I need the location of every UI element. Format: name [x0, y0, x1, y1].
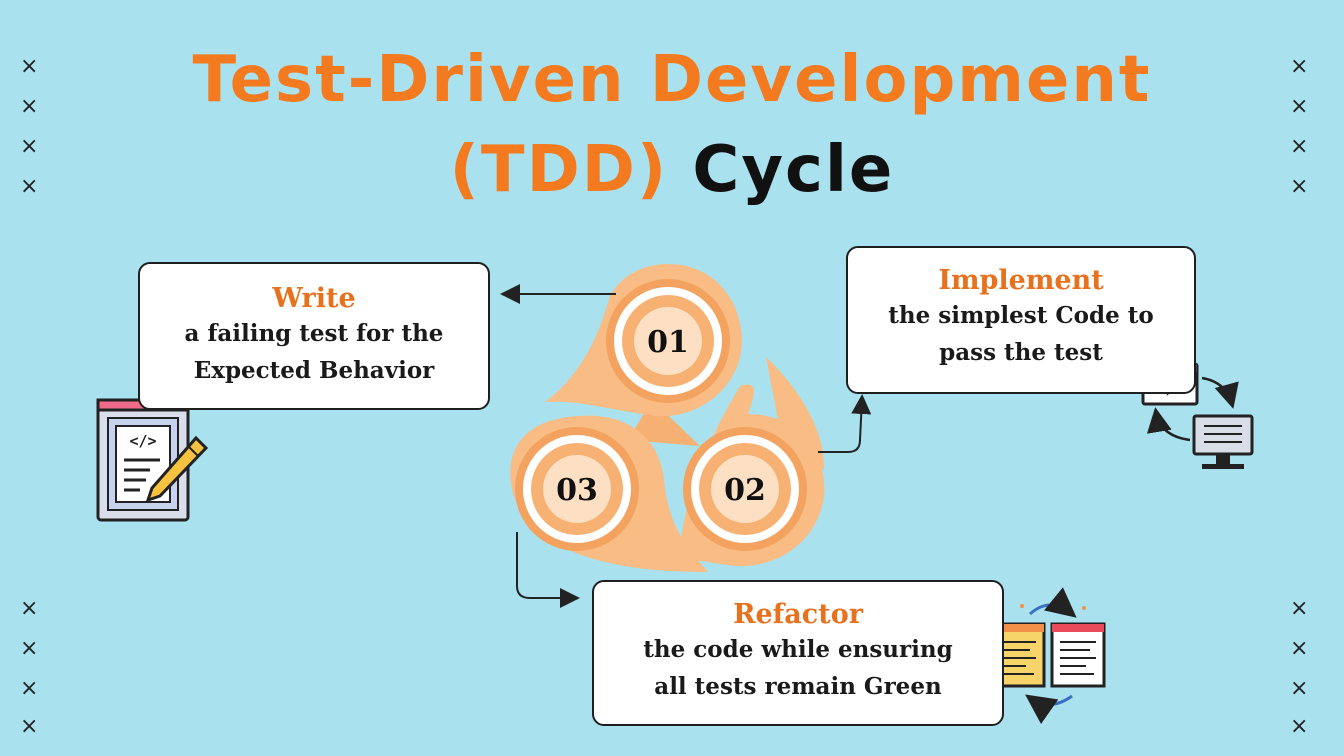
cross-icon: × [1290, 94, 1309, 119]
step-01-petal: 01 [545, 264, 742, 417]
code-document-pencil-icon: </> [96, 398, 209, 522]
cross-icon: × [1290, 714, 1309, 739]
step-refactor-line-1: the code while ensuring [643, 635, 953, 663]
title-line-1: Test-Driven Development [192, 43, 1152, 117]
cross-icon: × [20, 636, 39, 661]
cross-icon: × [1290, 54, 1309, 79]
cross-icon: × [20, 676, 39, 701]
cross-icon: × [1290, 636, 1309, 661]
svg-text:</>: </> [129, 432, 156, 450]
step-write-heading: Write [272, 283, 356, 314]
step-refactor-heading: Refactor [733, 599, 863, 630]
title-acronym: (TDD) [449, 133, 669, 207]
step-write-line-1: a failing test for the [184, 319, 444, 347]
step-write-line-2: Expected Behavior [193, 356, 435, 384]
step-refactor-line-2: all tests remain Green [654, 672, 942, 700]
step-write-card: Write a failing test for the Expected Be… [138, 262, 490, 410]
step-implement-line-1: the simplest Code to [888, 301, 1154, 329]
document-swap-icon [990, 587, 1106, 725]
step-implement-card: Implement the simplest Code to pass the … [846, 246, 1196, 394]
step-implement-line-2: pass the test [939, 338, 1103, 366]
title-cycle: Cycle [692, 133, 895, 207]
step-01-number: 01 [647, 325, 689, 360]
cross-icon: × [20, 134, 39, 159]
cross-icon: × [1290, 134, 1309, 159]
cross-icon: × [20, 54, 39, 79]
step-refactor-card: Refactor the code while ensuring all tes… [592, 580, 1004, 726]
step-implement-heading: Implement [938, 265, 1104, 296]
title-line-2: (TDD) Cycle [0, 138, 1344, 202]
cross-icon: × [20, 596, 39, 621]
connector-to-refactor [516, 532, 580, 608]
step-03-petal: 03 [510, 415, 708, 572]
connector-to-implement [818, 394, 872, 453]
step-02-petal: 02 [678, 357, 825, 567]
step-03-number: 03 [556, 473, 598, 508]
cross-icon: × [20, 94, 39, 119]
step-02-number: 02 [724, 473, 766, 508]
cross-icon: × [1290, 596, 1309, 621]
cross-icon: × [1290, 174, 1309, 199]
cross-icon: × [20, 174, 39, 199]
cross-icon: × [20, 714, 39, 739]
cross-icon: × [1290, 676, 1309, 701]
